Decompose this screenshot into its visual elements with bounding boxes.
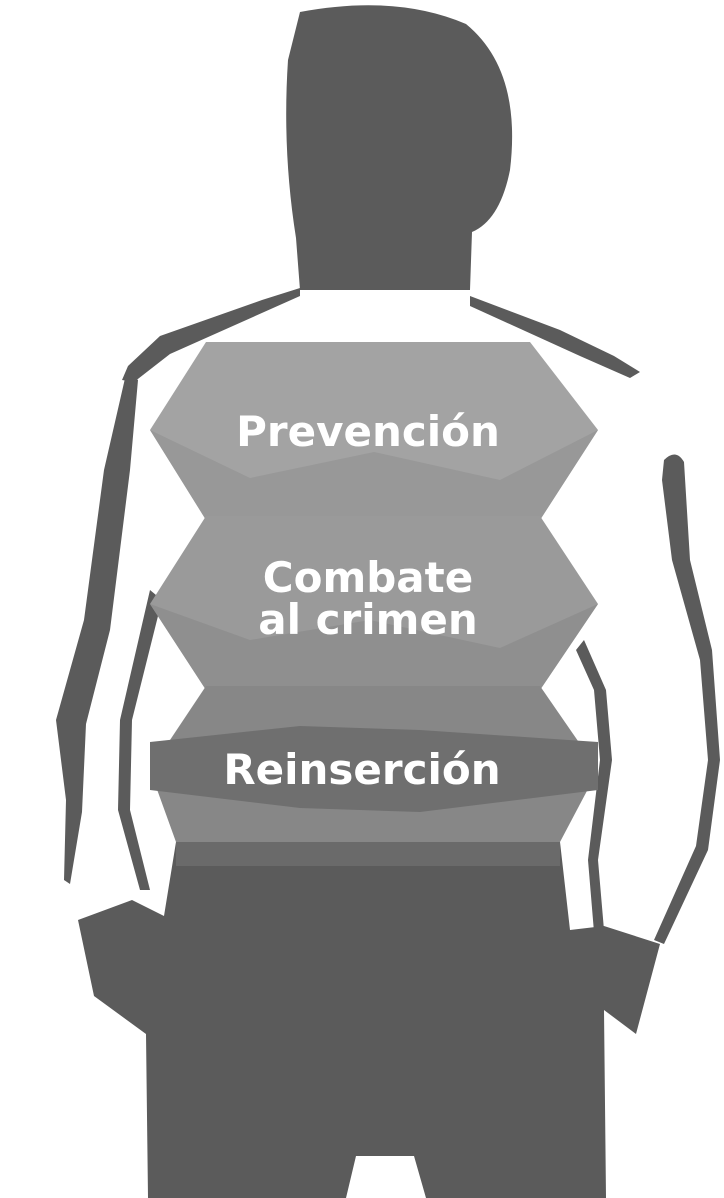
left-arm-outline [56,374,138,884]
left-shoulder-edge [122,288,300,382]
level-combate-label-line-1: Combate [263,553,473,602]
right-shoulder-edge [470,296,640,378]
level-combate-label-line-2: al crimen [258,595,478,644]
level-combate-shade [150,604,598,690]
head-silhouette [286,5,513,290]
level-reinsercion-label: Reinserción [223,745,500,794]
level-combate: Combate al crimen [150,516,598,690]
level-reinsercion-band [150,726,598,812]
belt-line [176,842,560,866]
left-inner-arm [118,590,162,890]
level-prevencion-label: Prevención [236,407,500,456]
trousers [78,842,660,1198]
level-reinsercion: Reinserción [150,686,598,842]
level-prevencion: Prevención [150,342,598,520]
level-prevencion-shade [150,430,598,520]
right-arm-outline [654,454,720,944]
right-inner-arm [576,640,612,932]
